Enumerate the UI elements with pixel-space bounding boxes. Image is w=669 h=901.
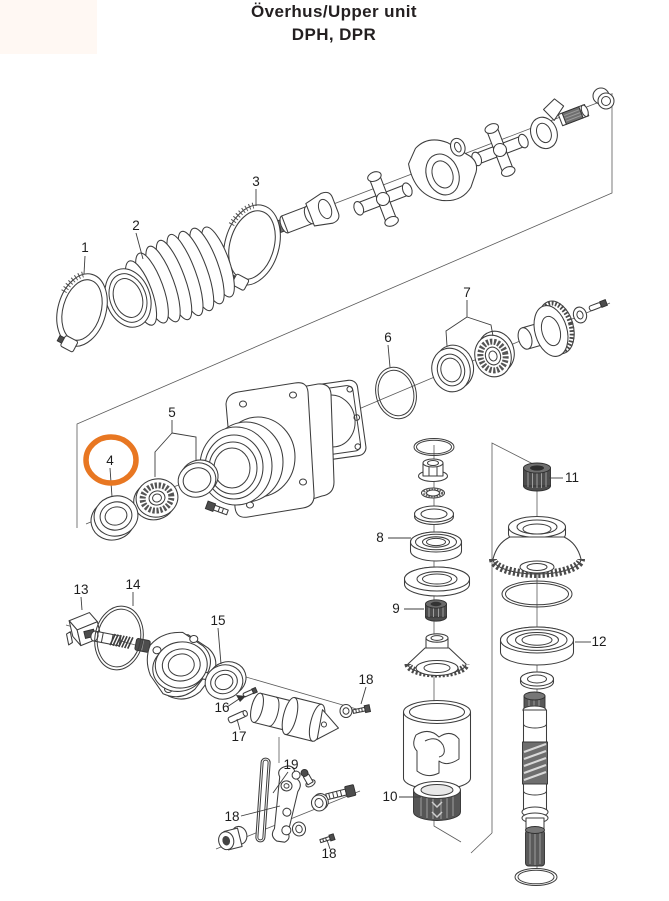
locknut-9 bbox=[425, 599, 447, 622]
o-ring-bottom bbox=[514, 868, 558, 886]
flanged-locknut bbox=[417, 458, 449, 483]
callout-19[interactable]: 19 bbox=[283, 757, 298, 772]
locknut-11 bbox=[523, 462, 551, 492]
callout-17[interactable]: 17 bbox=[231, 729, 246, 744]
shift-mechanism bbox=[66, 605, 372, 742]
actuator-cylinder bbox=[250, 692, 340, 742]
rear-yoke-splined-shaft bbox=[529, 98, 590, 150]
shift-block-13 bbox=[66, 612, 102, 647]
pin-16 bbox=[242, 686, 258, 698]
arrow-16 bbox=[236, 695, 246, 702]
shaft-washer bbox=[519, 671, 555, 690]
diagram-title: Överhus/Upper unit DPH, DPR bbox=[251, 2, 417, 44]
ball-bearing-8 bbox=[409, 531, 463, 562]
seal-ring-4 bbox=[90, 495, 139, 541]
center-double-yoke bbox=[408, 137, 478, 202]
link-strip bbox=[255, 757, 271, 843]
bevel-gear-small bbox=[404, 633, 470, 678]
callout-11[interactable]: 11 bbox=[565, 470, 579, 485]
callout-5[interactable]: 5 bbox=[168, 405, 176, 420]
bearing-7 bbox=[474, 330, 515, 378]
hub-pin bbox=[588, 299, 608, 312]
callout-4[interactable]: 4 bbox=[106, 453, 114, 468]
page-title: Överhus/Upper unit bbox=[251, 2, 417, 21]
bearing-12 bbox=[499, 626, 575, 666]
ujoint-spider-rear bbox=[471, 123, 529, 177]
drive-gear-hub bbox=[517, 300, 575, 357]
ujoint-spider-front bbox=[353, 171, 413, 227]
driveshaft-assembly bbox=[273, 87, 615, 234]
pinion-stack bbox=[402, 438, 472, 821]
callout-12[interactable]: 12 bbox=[591, 634, 606, 649]
bracket-plate-19 bbox=[271, 765, 301, 843]
callout-18c[interactable]: 18 bbox=[321, 846, 336, 861]
bearing-race-7 bbox=[431, 344, 475, 393]
highlight-circle bbox=[83, 434, 139, 486]
o-ring-top bbox=[413, 438, 455, 456]
bevel-gear-large bbox=[489, 515, 585, 578]
front-yoke bbox=[273, 191, 340, 234]
screw-18c bbox=[319, 833, 336, 844]
callout-6[interactable]: 6 bbox=[384, 330, 392, 345]
hub-washer bbox=[572, 306, 588, 324]
small-washer bbox=[420, 487, 446, 499]
callout-15[interactable]: 15 bbox=[210, 613, 225, 628]
callout-2[interactable]: 2 bbox=[132, 218, 140, 233]
bracket-plate-group bbox=[218, 757, 357, 851]
page-subtitle: DPH, DPR bbox=[292, 25, 376, 44]
callout-18a[interactable]: 18 bbox=[358, 672, 373, 687]
callout-9[interactable]: 9 bbox=[392, 601, 400, 616]
callout-18b[interactable]: 18 bbox=[224, 809, 239, 824]
thrust-washer bbox=[403, 566, 471, 597]
callout-3[interactable]: 3 bbox=[252, 174, 260, 189]
scan-tint bbox=[0, 0, 97, 54]
callout-1[interactable]: 1 bbox=[81, 240, 89, 255]
carrier-bolt bbox=[204, 500, 229, 516]
vertical-drive-shaft bbox=[521, 691, 549, 867]
hose-clamp-1 bbox=[56, 271, 108, 353]
callout-14[interactable]: 14 bbox=[125, 577, 141, 592]
pin-17 bbox=[227, 709, 248, 724]
callout-7[interactable]: 7 bbox=[463, 285, 471, 300]
callout-10[interactable]: 10 bbox=[382, 789, 397, 804]
hose-clamp-3 bbox=[223, 202, 281, 291]
grease-fitting bbox=[300, 768, 316, 788]
o-ring-14 bbox=[94, 605, 144, 671]
coupling-nut-10 bbox=[412, 780, 462, 821]
callout-16[interactable]: 16 bbox=[214, 700, 229, 715]
shift-housing bbox=[146, 631, 217, 700]
callout-labels: 1 2 3 4 5 6 7 8 9 10 11 12 13 14 15 16 1… bbox=[73, 174, 606, 861]
spacer-ring bbox=[413, 505, 455, 526]
gear-stack bbox=[489, 462, 585, 886]
plate-washer bbox=[291, 821, 307, 837]
callout-8[interactable]: 8 bbox=[376, 530, 384, 545]
spacer-bushing bbox=[218, 825, 248, 851]
taper-bearing-5 bbox=[133, 478, 179, 521]
shim-ring-5 bbox=[177, 459, 219, 498]
frame-lines bbox=[76, 93, 613, 854]
screw-18a bbox=[352, 704, 372, 714]
bolt-washer bbox=[310, 793, 329, 812]
bellows-boot-2 bbox=[104, 226, 235, 328]
washer-18a bbox=[339, 703, 353, 719]
seal-15 bbox=[204, 661, 247, 700]
callout-13[interactable]: 13 bbox=[73, 582, 88, 597]
o-ring-large bbox=[501, 580, 573, 608]
clutch-sleeve bbox=[402, 699, 472, 791]
o-ring-6 bbox=[375, 366, 417, 420]
bearing-carrier-housing bbox=[199, 382, 335, 518]
shaft-nut bbox=[592, 87, 615, 110]
pivot-bolt bbox=[325, 784, 357, 801]
